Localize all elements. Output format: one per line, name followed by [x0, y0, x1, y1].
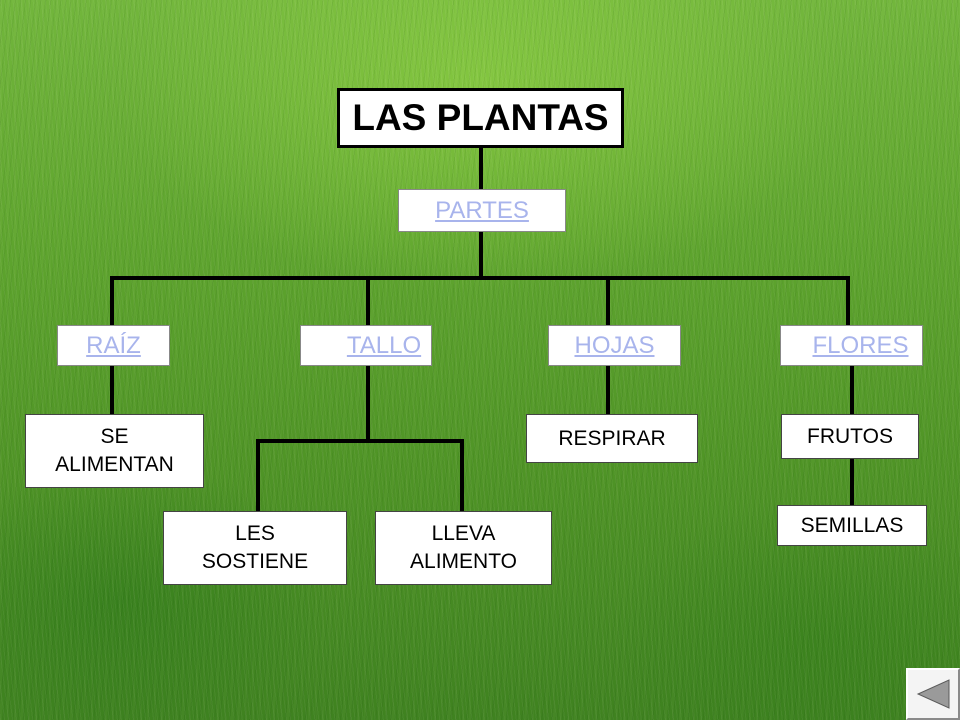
hojas-box[interactable]: HOJAS — [548, 325, 681, 366]
tallo-box[interactable]: TALLO — [300, 325, 432, 366]
semillas-label: SEMILLAS — [800, 513, 904, 537]
flores-box[interactable]: FLORES — [780, 325, 923, 366]
se-alimentan-box: SE ALIMENTAN — [25, 414, 204, 488]
partes-link[interactable]: PARTES — [435, 196, 529, 224]
les-sostiene-box: LES SOSTIENE — [163, 511, 347, 585]
tallo-link[interactable]: TALLO — [346, 331, 422, 359]
hojas-link[interactable]: HOJAS — [574, 331, 655, 359]
frutos-box: FRUTOS — [781, 414, 919, 459]
semillas-box: SEMILLAS — [777, 505, 927, 546]
triangle-left-icon — [916, 679, 950, 709]
diagram-title: LAS PLANTAS — [352, 97, 609, 138]
title-box: LAS PLANTAS — [337, 88, 624, 148]
partes-box[interactable]: PARTES — [398, 189, 566, 232]
back-button[interactable] — [906, 668, 960, 720]
raiz-box[interactable]: RAÍZ — [57, 325, 170, 366]
respirar-box: RESPIRAR — [526, 414, 698, 463]
flores-link[interactable]: FLORES — [812, 331, 909, 359]
se-alimentan-label: SE ALIMENTAN — [55, 425, 174, 476]
les-sostiene-label: LES SOSTIENE — [201, 522, 309, 573]
respirar-label: RESPIRAR — [558, 426, 666, 450]
lleva-alimento-box: LLEVA ALIMENTO — [375, 511, 552, 585]
raiz-link[interactable]: RAÍZ — [86, 331, 141, 359]
frutos-label: FRUTOS — [807, 424, 893, 448]
lleva-alimento-label: LLEVA ALIMENTO — [410, 522, 517, 573]
